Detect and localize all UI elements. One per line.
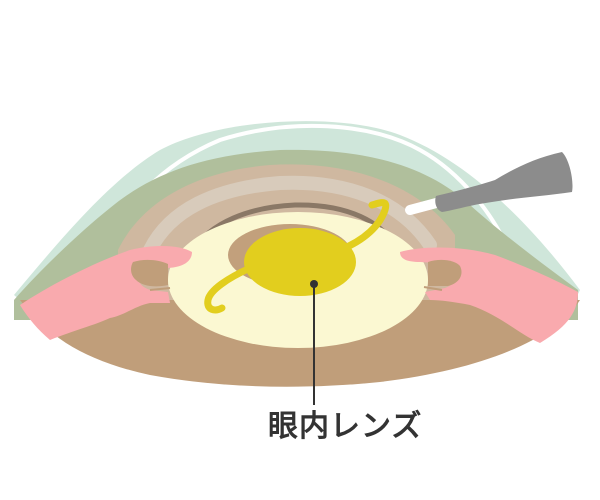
ciliary-process-left — [131, 259, 168, 287]
ciliary-fiber-left — [149, 287, 171, 291]
probe-handle-icon — [435, 152, 573, 212]
probe-tip-icon — [405, 197, 445, 215]
ciliary-tissue-left — [20, 246, 192, 340]
ciliary-process-right — [428, 259, 462, 286]
ciliary-tissue-right — [400, 247, 578, 343]
leader-dot — [310, 280, 318, 288]
intraocular-lens-optic — [244, 228, 356, 296]
intraocular-lens-haptic-right — [336, 199, 390, 254]
intraocular-lens-haptic-left — [204, 264, 254, 314]
sclera-light-band — [143, 175, 437, 257]
intraocular-lens-label: 眼内レンズ — [268, 409, 423, 444]
ciliary-fiber-right — [423, 286, 443, 291]
